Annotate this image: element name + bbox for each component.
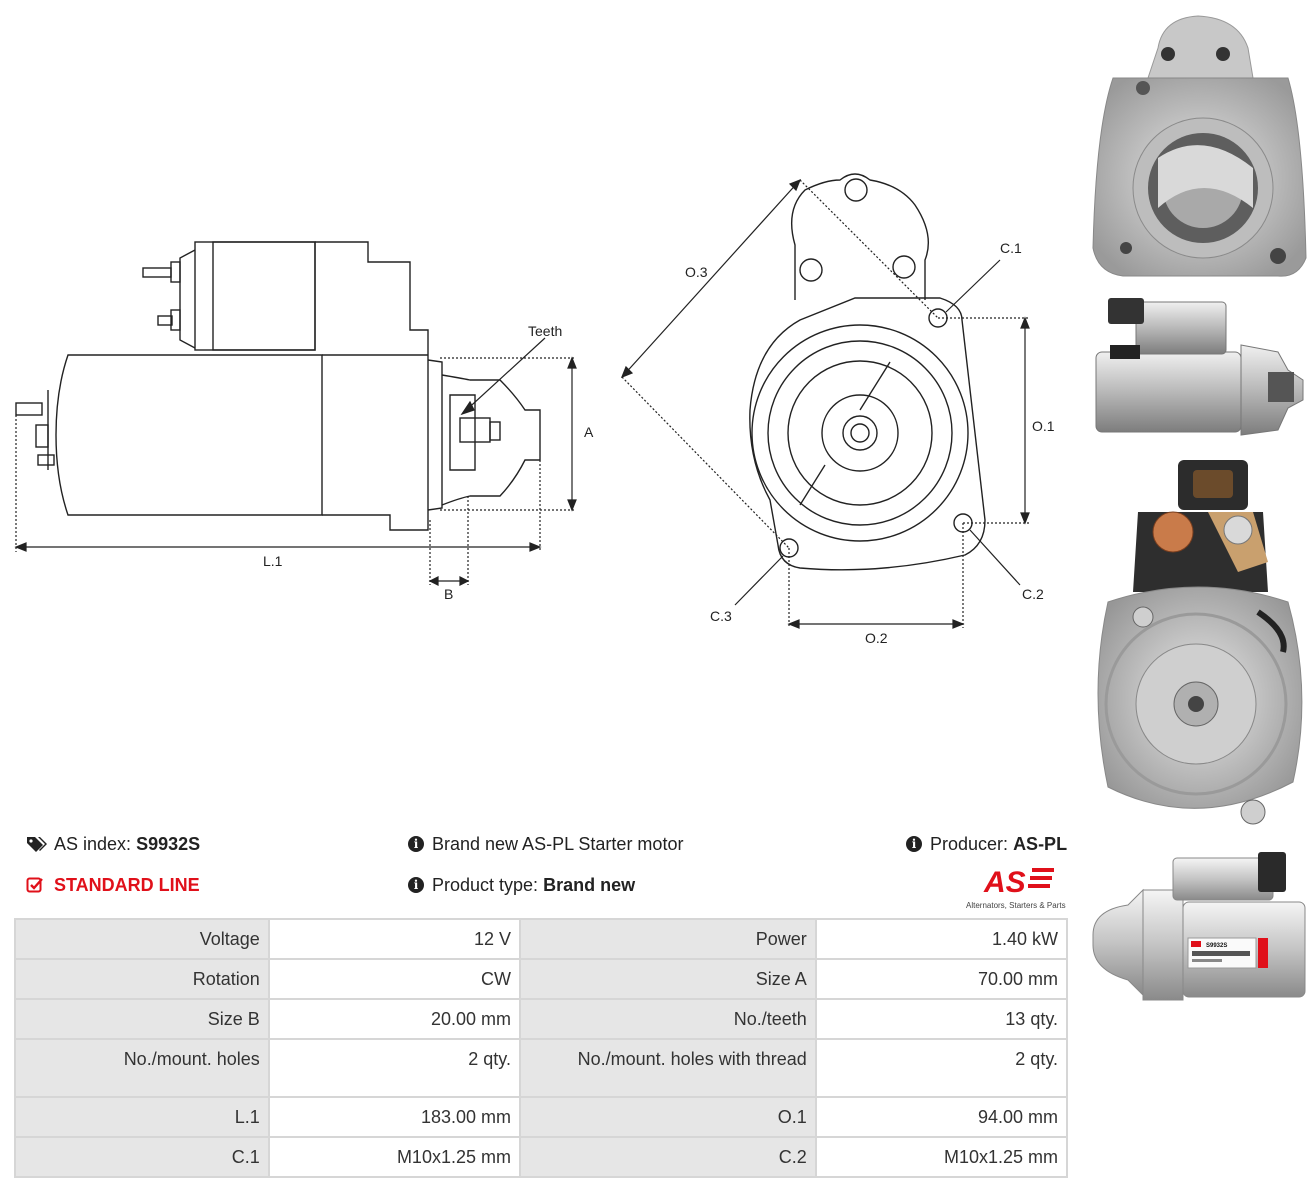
info-icon: i bbox=[408, 877, 424, 893]
spec-key: No./mount. holes bbox=[16, 1040, 268, 1096]
photo-part-code: S9932S bbox=[1206, 943, 1227, 949]
product-type: i Product type: Brand new bbox=[408, 874, 635, 896]
label-o1: O.1 bbox=[1032, 418, 1055, 434]
producer-value: AS-PL bbox=[1013, 834, 1068, 854]
logo-text: AS bbox=[983, 866, 1026, 896]
side-view-drawing: Teeth A L.1 B bbox=[14, 241, 594, 602]
as-index-value: S9932S bbox=[136, 834, 201, 854]
spec-value: 2 qty. bbox=[816, 1040, 1066, 1096]
spec-value: 20.00 mm bbox=[269, 1000, 519, 1038]
spec-key: C.2 bbox=[520, 1138, 815, 1176]
photo-rear-view bbox=[1088, 452, 1310, 842]
label-b: B bbox=[444, 586, 453, 602]
spec-value: 70.00 mm bbox=[816, 960, 1066, 998]
label-l1: L.1 bbox=[263, 553, 283, 569]
spec-value: 12 V bbox=[269, 920, 519, 958]
spec-key: L.1 bbox=[16, 1098, 268, 1136]
as-logo-mark: AS bbox=[983, 866, 1054, 899]
logo-tagline: Alternators, Starters & Parts bbox=[966, 901, 1066, 910]
spec-value: CW bbox=[269, 960, 519, 998]
table-row: L.1 183.00 mm O.1 94.00 mm bbox=[16, 1098, 1066, 1136]
table-row: C.1 M10x1.25 mm C.2 M10x1.25 mm bbox=[16, 1138, 1066, 1176]
product-description: i Brand new AS-PL Starter motor bbox=[408, 833, 683, 855]
info-icon: i bbox=[906, 836, 922, 852]
product-type-value: Brand new bbox=[543, 875, 636, 895]
spec-value: 13 qty. bbox=[816, 1000, 1066, 1038]
as-logo: AS Alternators, Starters & Parts bbox=[966, 864, 1068, 910]
label-c3: C.3 bbox=[710, 608, 732, 624]
as-index: AS index: S9932S bbox=[26, 833, 200, 855]
spec-value: 1.40 kW bbox=[816, 920, 1066, 958]
spec-key: Size B bbox=[16, 1000, 268, 1038]
spec-key: Size A bbox=[520, 960, 815, 998]
label-o2: O.2 bbox=[865, 630, 888, 646]
standard-line-badge: STANDARD LINE bbox=[26, 874, 200, 896]
as-index-label: AS index: bbox=[54, 834, 132, 854]
spec-value: 94.00 mm bbox=[816, 1098, 1066, 1136]
spec-key: O.1 bbox=[520, 1098, 815, 1136]
photo-label-view: S9932S bbox=[1088, 850, 1310, 1005]
spec-value: 183.00 mm bbox=[269, 1098, 519, 1136]
label-teeth: Teeth bbox=[528, 323, 562, 339]
spec-key: Power bbox=[520, 920, 815, 958]
table-row: Voltage 12 V Power 1.40 kW bbox=[16, 920, 1066, 958]
photo-front-view bbox=[1088, 8, 1310, 283]
spec-key: Rotation bbox=[16, 960, 268, 998]
product-type-label: Product type: bbox=[432, 875, 539, 895]
table-row: Size B 20.00 mm No./teeth 13 qty. bbox=[16, 1000, 1066, 1038]
check-square-icon bbox=[26, 877, 43, 893]
spec-value: 2 qty. bbox=[269, 1040, 519, 1096]
spec-table: Voltage 12 V Power 1.40 kW Rotation CW S… bbox=[14, 918, 1068, 1178]
photo-side-view bbox=[1088, 290, 1310, 440]
producer: i Producer: AS-PL bbox=[906, 833, 1067, 855]
spec-value: M10x1.25 mm bbox=[269, 1138, 519, 1176]
description-text: Brand new AS-PL Starter motor bbox=[432, 834, 684, 854]
spec-key: C.1 bbox=[16, 1138, 268, 1176]
info-icon: i bbox=[408, 836, 424, 852]
standard-line-label: STANDARD LINE bbox=[54, 875, 200, 895]
label-c1: C.1 bbox=[1000, 240, 1022, 256]
spec-key: No./teeth bbox=[520, 1000, 815, 1038]
tags-icon bbox=[27, 837, 47, 852]
producer-label: Producer: bbox=[930, 834, 1009, 854]
label-o3: O.3 bbox=[685, 264, 708, 280]
spec-value: M10x1.25 mm bbox=[816, 1138, 1066, 1176]
table-row: Rotation CW Size A 70.00 mm bbox=[16, 960, 1066, 998]
label-a: A bbox=[584, 424, 594, 440]
spec-key: No./mount. holes with thread bbox=[520, 1040, 815, 1096]
spec-key: Voltage bbox=[16, 920, 268, 958]
label-c2: C.2 bbox=[1022, 586, 1044, 602]
front-view-drawing: O.3 C.1 O.1 C.2 C.3 O.2 bbox=[620, 173, 1055, 646]
table-row: No./mount. holes 2 qty. No./mount. holes… bbox=[16, 1040, 1066, 1096]
